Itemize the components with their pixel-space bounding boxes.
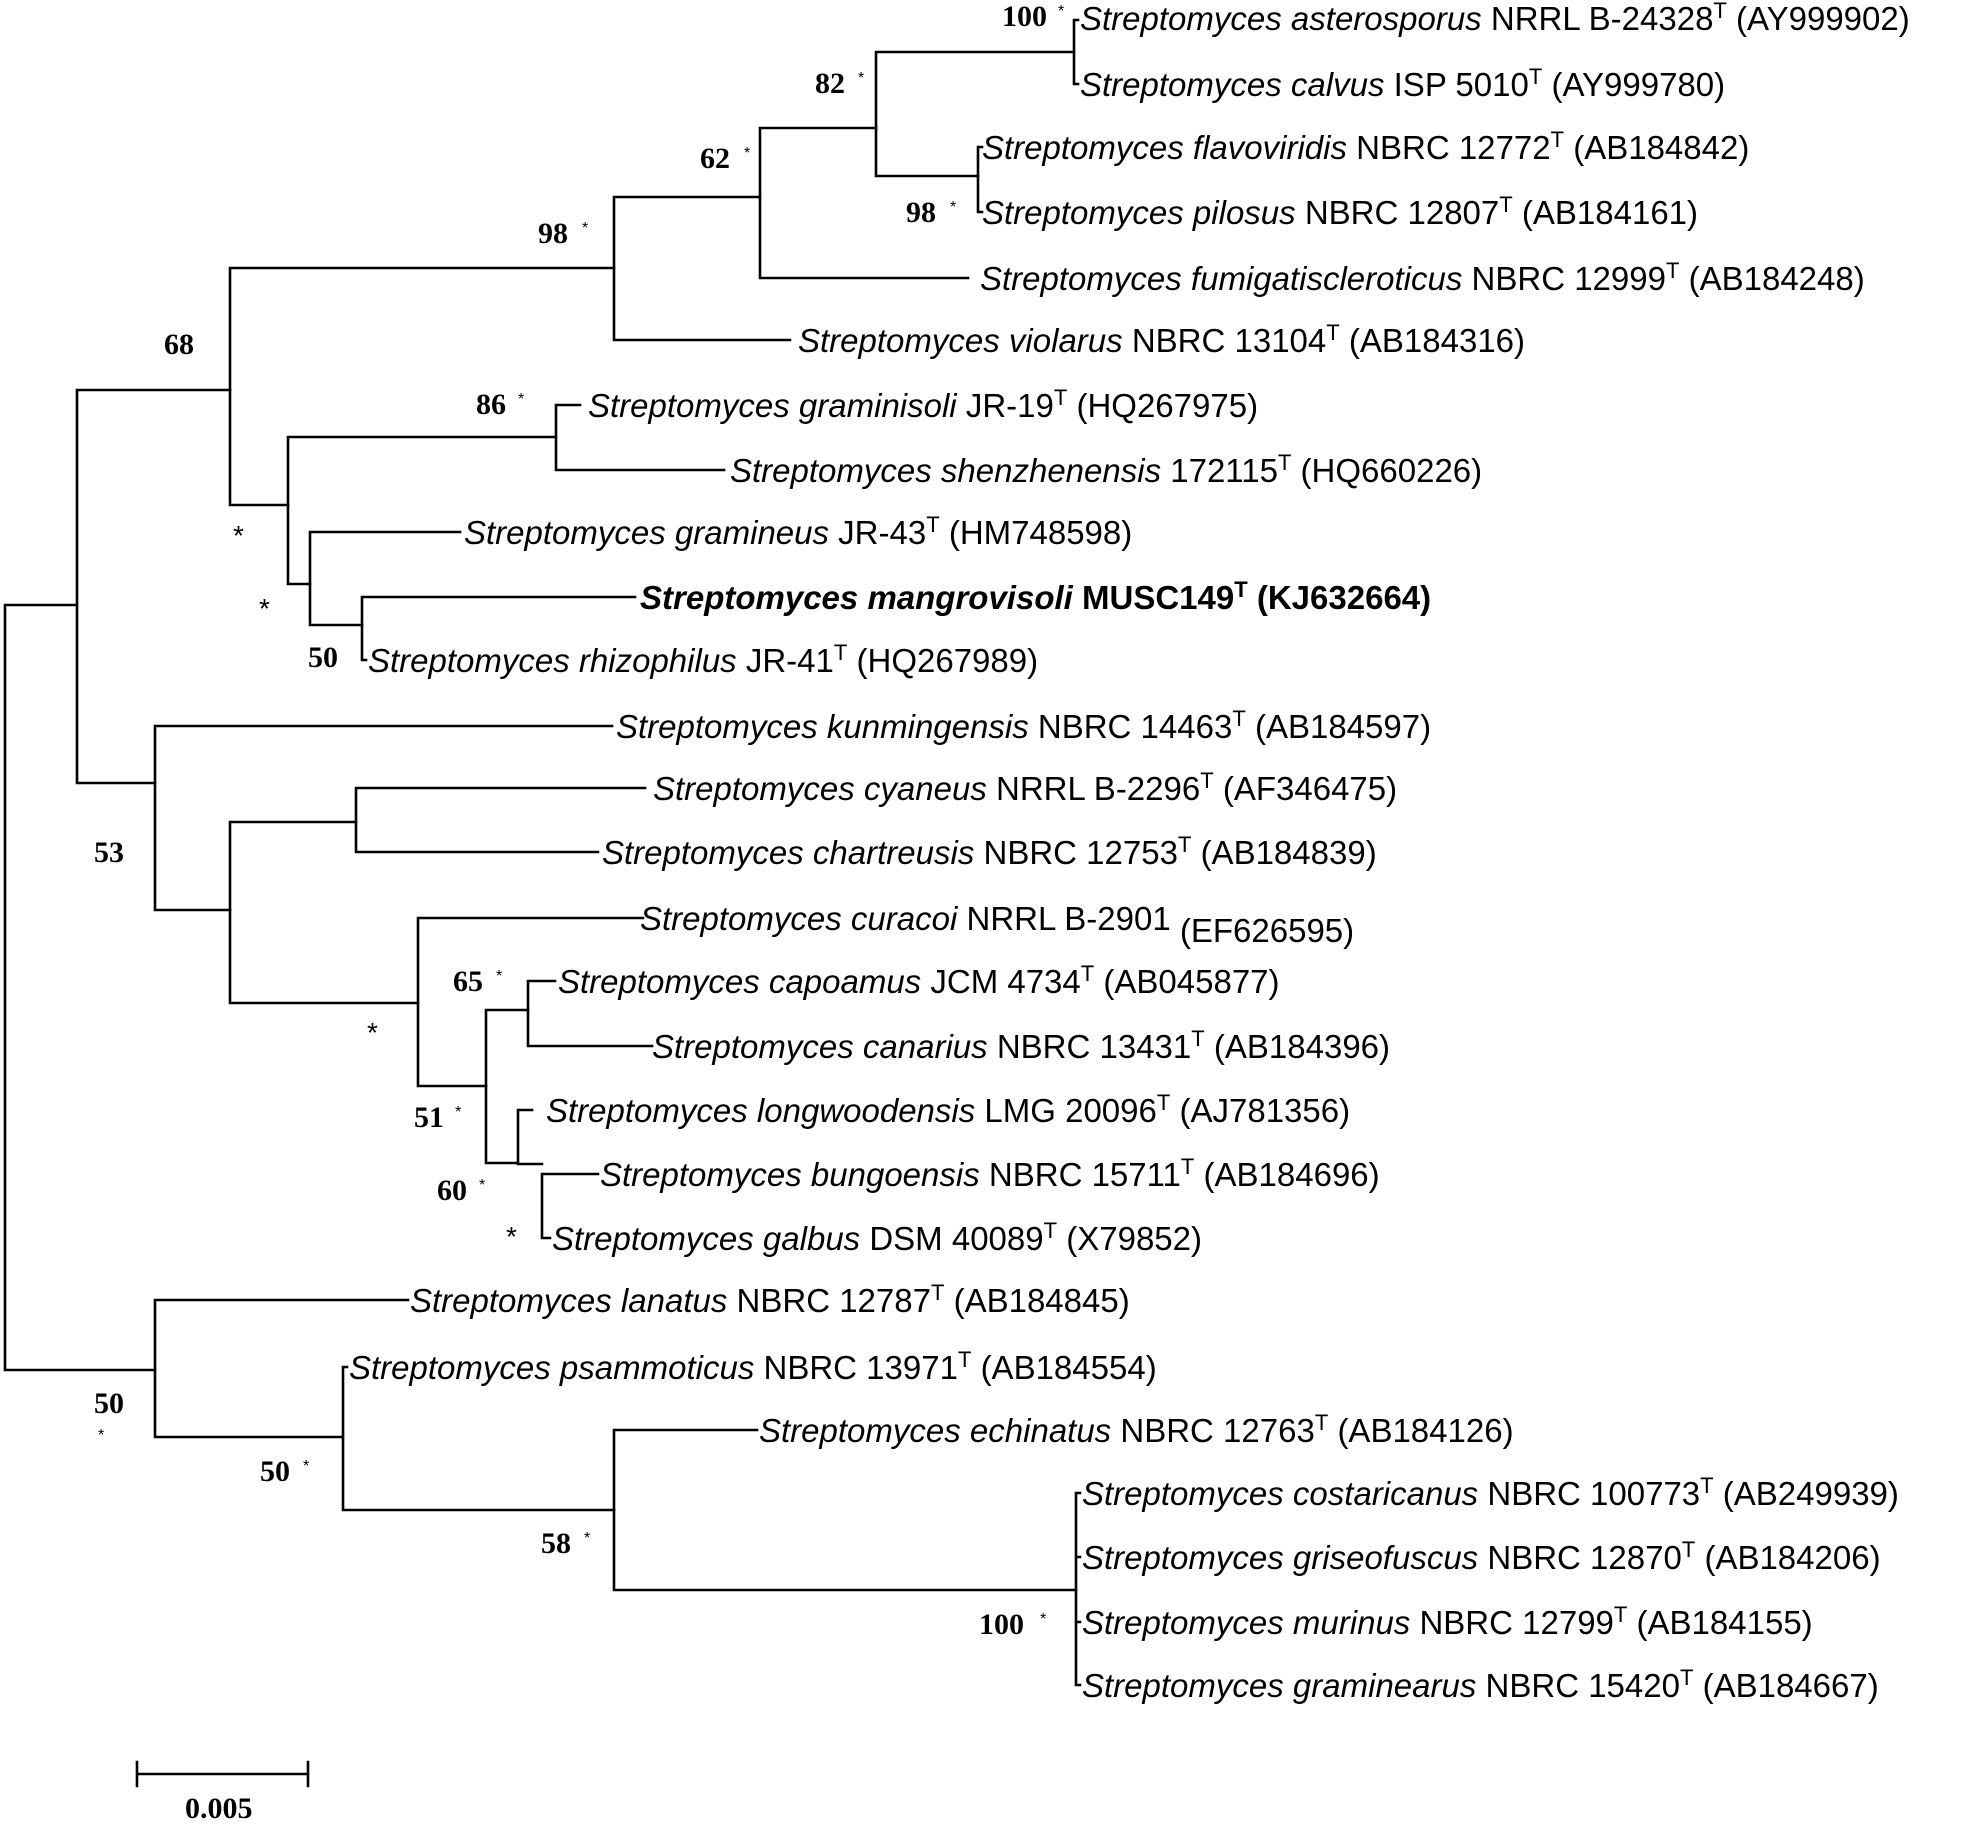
support-value: 51 <box>414 1101 444 1134</box>
taxon-label: Streptomyces psammoticus NBRC 13971T (AB… <box>349 1347 1157 1386</box>
asterisk-marker: * <box>518 391 524 408</box>
asterisk-marker: * <box>233 520 244 551</box>
taxon-label: Streptomyces graminearus NBRC 15420T (AB… <box>1082 1665 1879 1704</box>
support-value: 58 <box>541 1527 571 1560</box>
asterisk-marker: * <box>858 70 864 87</box>
taxon-label: Streptomyces calvus ISP 5010T (AY999780) <box>1080 64 1725 103</box>
support-value: 68 <box>164 328 194 361</box>
support-value: 50 <box>308 641 338 674</box>
asterisk-marker: * <box>950 199 956 216</box>
taxon-label: Streptomyces griseofuscus NBRC 12870T (A… <box>1082 1537 1881 1576</box>
asterisk-marker: * <box>582 220 588 237</box>
asterisk-marker: * <box>98 1427 104 1444</box>
taxon-label: Streptomyces canarius NBRC 13431T (AB184… <box>652 1026 1390 1065</box>
taxon-label-highlighted: Streptomyces mangrovisoli MUSC149T (KJ63… <box>640 577 1431 616</box>
taxon-label: Streptomyces cyaneus NRRL B-2296T (AF346… <box>653 768 1397 807</box>
scale-bar <box>135 1760 310 1788</box>
support-values: 100 * 82 * 62 * 98 * 98 * 68 86 * * * 50… <box>94 0 1064 1641</box>
asterisk-marker: * <box>1058 3 1064 20</box>
scale-bar-label: 0.005 <box>185 1792 253 1825</box>
taxon-label: Streptomyces capoamus JCM 4734T (AB04587… <box>558 961 1280 1000</box>
taxon-label: Streptomyces gramineus JR-43T (HM748598) <box>464 512 1132 551</box>
asterisk-marker: * <box>744 145 750 162</box>
taxon-label: Streptomyces longwoodensis LMG 20096T (A… <box>546 1090 1350 1129</box>
support-value: 98 <box>906 196 936 229</box>
support-value: 98 <box>538 217 568 250</box>
taxon-label: Streptomyces chartreusis NBRC 12753T (AB… <box>602 832 1377 871</box>
asterisk-marker: * <box>303 1458 309 1475</box>
tree-branches <box>3 18 1082 1788</box>
taxon-label: Streptomyces kunmingensis NBRC 14463T (A… <box>616 706 1431 745</box>
taxon-label: Streptomyces costaricanus NBRC 100773T (… <box>1082 1473 1899 1512</box>
support-value: 62 <box>700 142 730 175</box>
taxon-label: Streptomyces galbus DSM 40089T (X79852) <box>552 1218 1202 1257</box>
support-value: 50 <box>260 1455 290 1488</box>
asterisk-marker: * <box>506 1221 517 1252</box>
support-value: 53 <box>94 836 124 869</box>
taxon-label: Streptomyces asterosporus NRRL B-24328T … <box>1080 0 1910 37</box>
asterisk-marker: * <box>479 1177 485 1194</box>
taxon-label: Streptomyces lanatus NBRC 12787T (AB1848… <box>410 1280 1130 1319</box>
taxon-label: Streptomyces murinus NBRC 12799T (AB1841… <box>1082 1602 1813 1641</box>
taxon-label: Streptomyces echinatus NBRC 12763T (AB18… <box>759 1410 1514 1449</box>
asterisk-marker: * <box>367 1017 378 1048</box>
support-value: 60 <box>437 1174 467 1207</box>
taxon-label: Streptomyces flavoviridis NBRC 12772T (A… <box>982 127 1749 166</box>
taxon-label: Streptomyces pilosus NBRC 12807T (AB1841… <box>982 192 1698 231</box>
taxon-label: Streptomyces bungoensis NBRC 15711T (AB1… <box>600 1154 1380 1193</box>
asterisk-marker: * <box>584 1530 590 1547</box>
asterisk-marker: * <box>259 593 270 624</box>
support-value: 82 <box>815 67 845 100</box>
support-value: 100 <box>979 1608 1024 1641</box>
asterisk-marker: * <box>1040 1611 1046 1628</box>
asterisk-marker: * <box>455 1104 461 1121</box>
support-value: 100 <box>1002 0 1047 33</box>
support-value: 65 <box>453 965 483 998</box>
taxa-labels: Streptomyces asterosporus NRRL B-24328T … <box>349 0 1910 1704</box>
taxon-label: Streptomyces fumigatiscleroticus NBRC 12… <box>980 258 1865 297</box>
taxon-label: Streptomyces violarus NBRC 13104T (AB184… <box>798 320 1525 359</box>
taxon-label: Streptomyces graminisoli JR-19T (HQ26797… <box>588 385 1258 424</box>
support-value: 86 <box>476 388 506 421</box>
taxon-label: Streptomyces shenzhenensis 172115T (HQ66… <box>730 450 1482 489</box>
taxon-label: Streptomyces curacoi NRRL B-2901 (EF6265… <box>640 900 1354 949</box>
taxon-label: Streptomyces rhizophilus JR-41T (HQ26798… <box>368 640 1038 679</box>
asterisk-marker: * <box>496 968 502 985</box>
support-value: 50 <box>94 1387 124 1420</box>
